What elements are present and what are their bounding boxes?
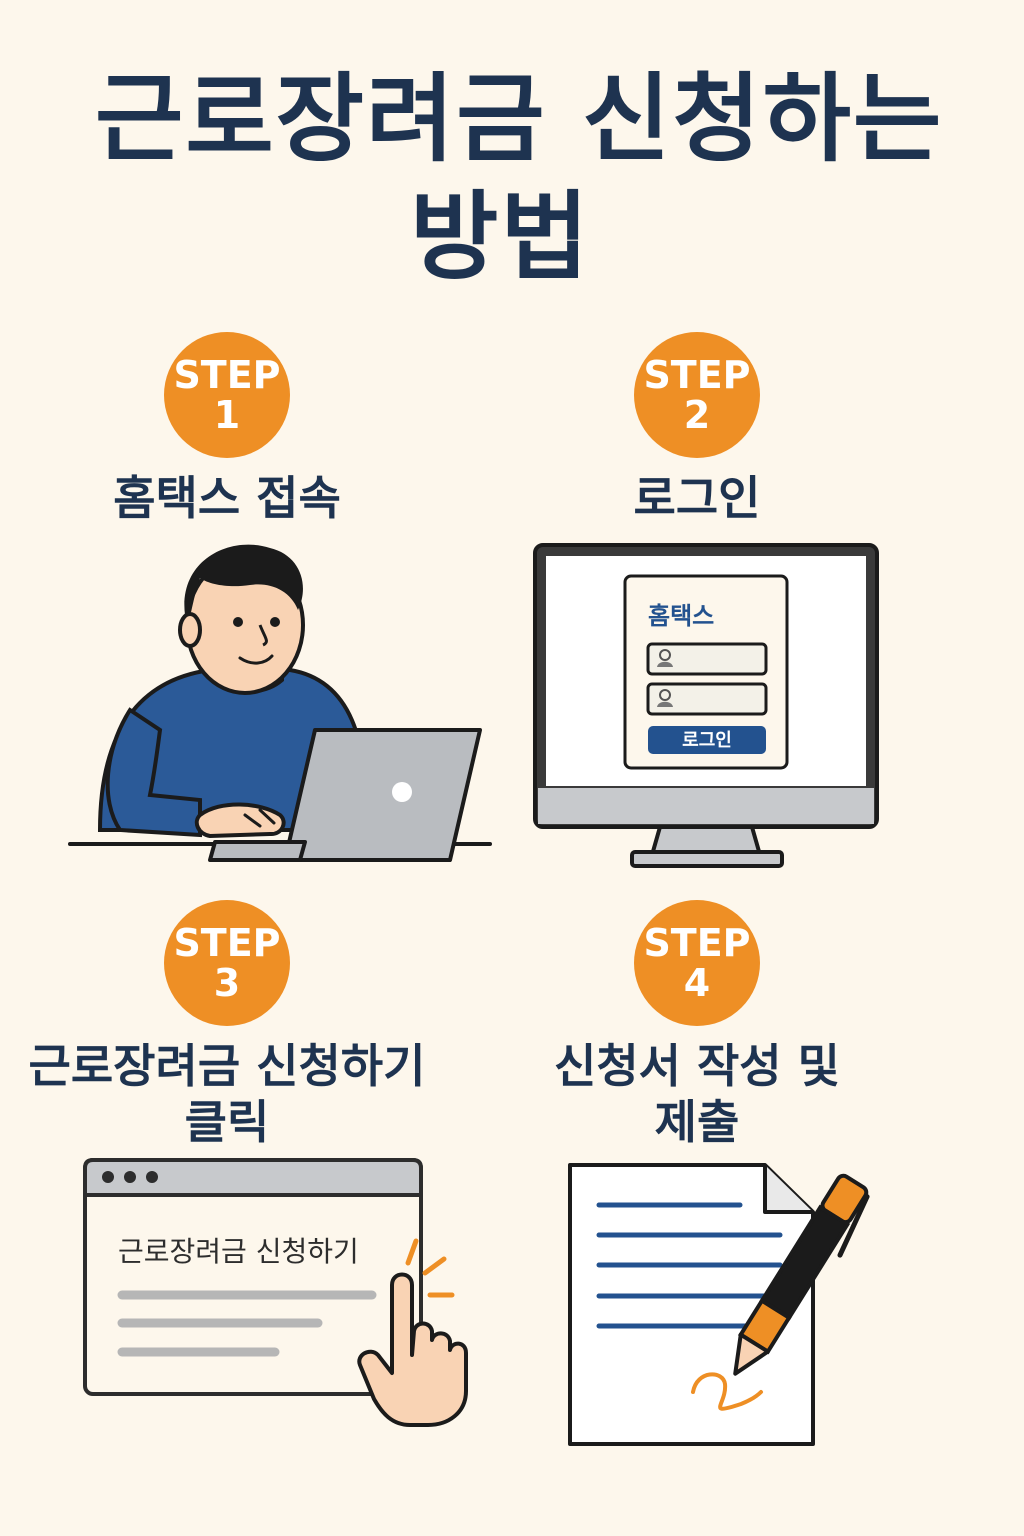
step-4-number: 4 <box>683 961 711 1005</box>
step-4-badge: STEP 4 <box>634 900 760 1026</box>
step-1-label-line1: 홈택스 접속 <box>113 471 341 525</box>
step-2: STEP 2 로그인 <box>477 332 917 526</box>
step-2-label-line1: 로그인 <box>633 471 761 525</box>
step-4-label: 신청서 작성 및 제출 <box>477 1038 917 1150</box>
login-logo-text: 홈택스 <box>648 602 714 630</box>
browser-window-icon: 근로장려금 신청하기 <box>83 1158 468 1427</box>
step-1-badge-word: STEP <box>173 353 281 397</box>
step-3-label-line1: 근로장려금 신청하기 <box>28 1039 426 1093</box>
id-input-field[interactable] <box>646 642 768 676</box>
step-2-badge: STEP 2 <box>634 332 760 458</box>
person-laptop-illustration <box>68 544 492 862</box>
step-3-badge-word: STEP <box>173 921 281 965</box>
user-icon <box>657 649 673 667</box>
step-3-label: 근로장려금 신청하기 클릭 <box>7 1038 447 1150</box>
step-2-number: 2 <box>683 393 711 437</box>
step-4-badge-word: STEP <box>643 921 751 965</box>
step-1-label: 홈택스 접속 <box>7 470 447 526</box>
password-input-field[interactable] <box>646 682 768 716</box>
step-4-label-line2: 제출 <box>654 1095 740 1149</box>
pointing-hand-icon <box>357 1272 468 1427</box>
step-4: STEP 4 신청서 작성 및 제출 <box>477 900 917 1150</box>
apply-link[interactable]: 근로장려금 신청하기 <box>118 1235 359 1268</box>
login-button[interactable] <box>648 726 766 754</box>
title-line-2: 방법 <box>410 181 591 293</box>
step-3-number: 3 <box>213 961 241 1005</box>
step-2-badge-word: STEP <box>643 353 751 397</box>
title-line-1: 근로장려금 신청하는 <box>95 63 944 175</box>
login-button-label: 로그인 <box>682 730 732 751</box>
step-1-badge: STEP 1 <box>164 332 290 458</box>
step-1-number: 1 <box>213 393 241 437</box>
step-4-label-line1: 신청서 작성 및 <box>554 1039 840 1093</box>
step-3-label-line2: 클릭 <box>184 1095 270 1149</box>
lock-icon <box>657 689 673 707</box>
step-2-label: 로그인 <box>477 470 917 526</box>
step-3-badge: STEP 3 <box>164 900 290 1026</box>
step-1: STEP 1 홈택스 접속 <box>7 332 447 526</box>
monitor-icon: 홈택스 로그인 <box>533 543 879 868</box>
click-spark-icon <box>405 1238 455 1298</box>
step-3: STEP 3 근로장려금 신청하기 클릭 <box>7 900 447 1150</box>
document-icon <box>568 1163 870 1446</box>
pen-icon <box>733 1173 870 1376</box>
